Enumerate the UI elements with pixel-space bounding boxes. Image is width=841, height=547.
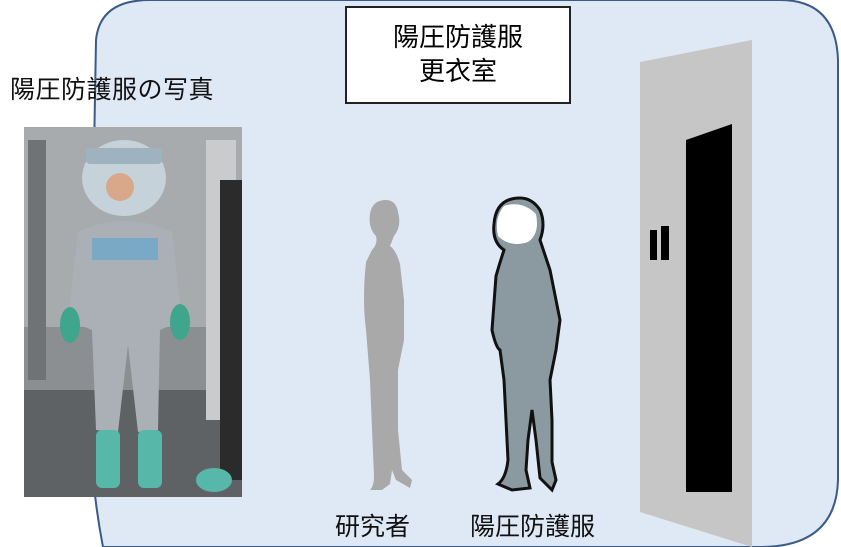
room-title-line1: 陽圧防護服 [392, 23, 523, 53]
room-title-line2: 更衣室 [418, 57, 497, 87]
room-title-box: 陽圧防護服 更衣室 [345, 6, 571, 104]
door-handle-left [650, 230, 657, 260]
researcher-silhouette [364, 200, 412, 490]
suit-photo [24, 127, 242, 497]
door-handle-right [661, 226, 669, 260]
photo-label: 陽圧防護服の写真 [10, 75, 215, 104]
protective-suit-figure [490, 196, 562, 493]
suit-visor [496, 204, 537, 244]
suit-label: 陽圧防護服 [470, 512, 596, 541]
researcher-label: 研究者 [335, 512, 411, 541]
door [686, 124, 732, 492]
